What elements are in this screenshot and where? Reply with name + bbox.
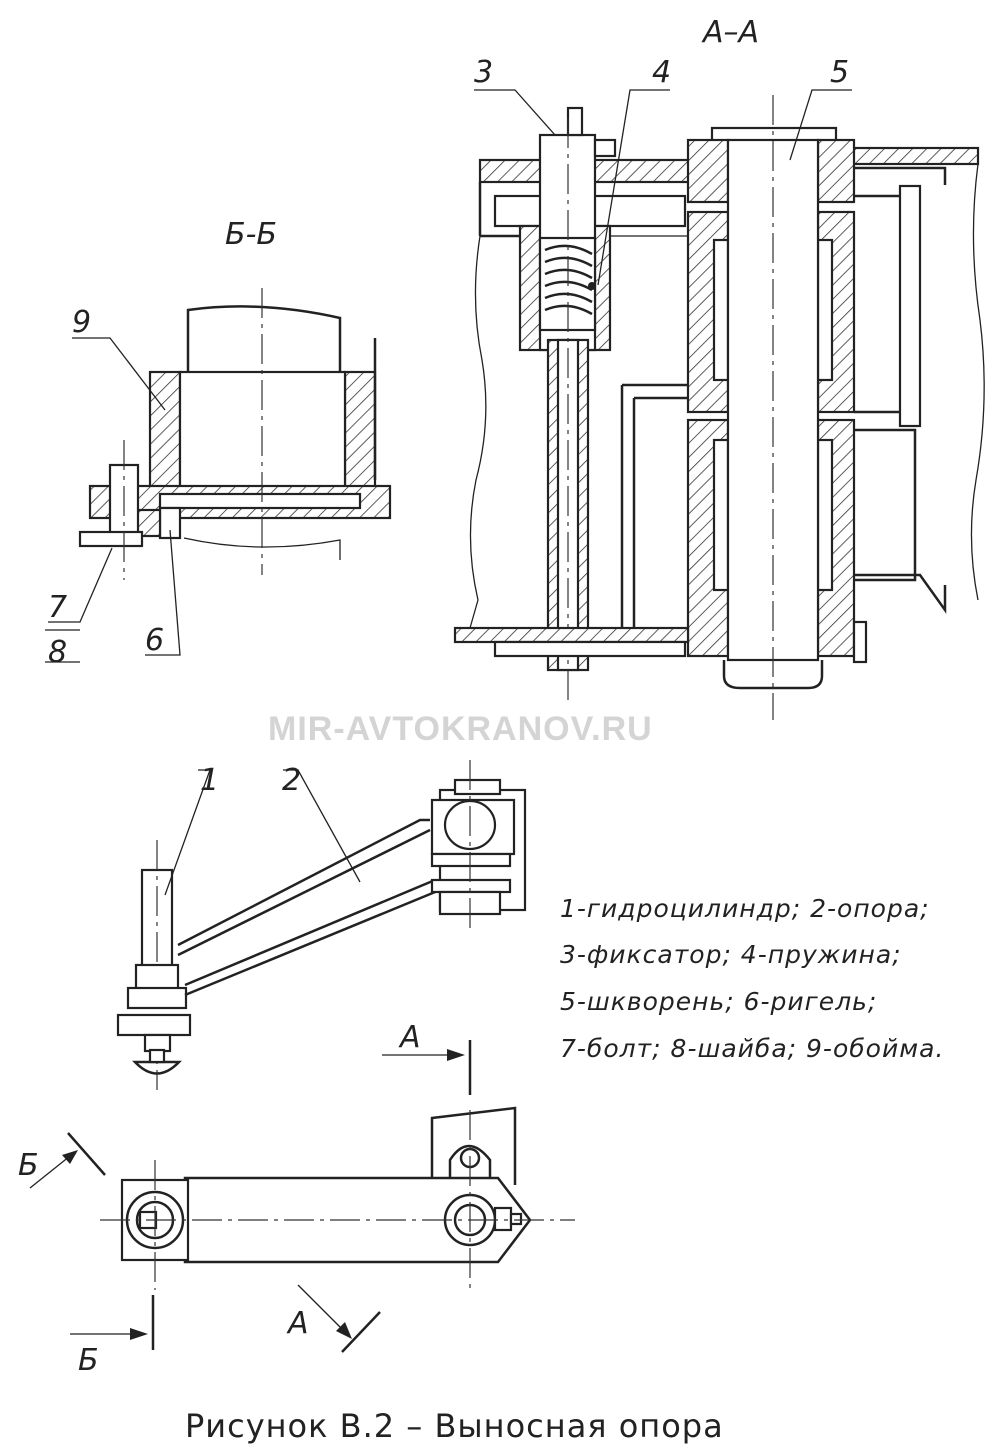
- section-aa: А–А: [453, 15, 985, 720]
- bottom-plate: [453, 626, 690, 644]
- arrow-label-b-left: Б: [18, 1148, 39, 1183]
- top-plate-right: [848, 146, 980, 166]
- arrow-label-a-bottom: А: [286, 1306, 309, 1341]
- section-bb-title: Б-Б: [225, 217, 277, 252]
- callout-9: 9: [72, 305, 91, 340]
- arrow-label-b-bottom: Б: [78, 1343, 99, 1378]
- callout-2: 2: [282, 763, 301, 798]
- figure-caption: Рисунок В.2 – Выносная опора: [185, 1407, 724, 1445]
- section-aa-title: А–А: [701, 15, 759, 50]
- kingpin-bushing-top-left: [686, 138, 730, 204]
- plan-view: А Б Б А: [18, 1020, 575, 1378]
- kingpin-bushing-top-right: [816, 138, 856, 204]
- side-view: 1 2: [116, 760, 527, 1090]
- legend: 1-гидроцилиндр; 2-опора; 3-фиксатор; 4-п…: [560, 894, 944, 1063]
- legend-line-2: 3-фиксатор; 4-пружина;: [560, 940, 902, 969]
- cage-wall-right: [343, 370, 377, 492]
- callout-3: 3: [474, 55, 493, 90]
- callout-5: 5: [830, 55, 849, 90]
- arrow-label-a-top: А: [398, 1020, 421, 1055]
- legend-line-3: 5-шкворень; 6-ригель;: [560, 987, 877, 1016]
- section-bb: Б-Б 9 7 8 6: [45, 217, 392, 670]
- watermark: MIR-AVTOKRANOV.RU: [268, 710, 653, 748]
- washer-8: [78, 530, 144, 548]
- callout-6: 6: [145, 623, 164, 658]
- legend-line-1: 1-гидроцилиндр; 2-опора;: [560, 894, 930, 923]
- callout-8: 8: [48, 635, 67, 670]
- legend-line-4: 7-болт; 8-шайба; 9-обойма.: [560, 1034, 944, 1063]
- callout-7: 7: [48, 590, 67, 625]
- cage-wall-left: [148, 370, 182, 492]
- callout-1: 1: [200, 763, 219, 798]
- callout-4: 4: [652, 55, 671, 90]
